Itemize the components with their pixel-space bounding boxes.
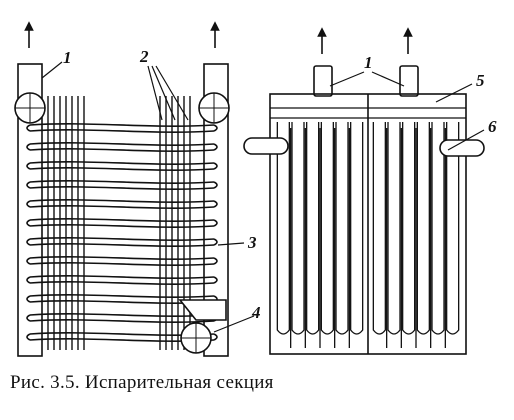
channel-plate bbox=[276, 122, 290, 335]
tube-bend bbox=[26, 219, 31, 227]
channel-plate bbox=[387, 122, 401, 335]
channel-plate bbox=[306, 122, 320, 335]
tube-bend bbox=[213, 257, 218, 265]
channel-plate bbox=[431, 122, 445, 335]
tube-bend bbox=[213, 162, 218, 170]
tube-line bbox=[29, 218, 215, 222]
tube-bend bbox=[26, 238, 31, 246]
tube-bend bbox=[213, 124, 218, 132]
side-pipe-right bbox=[439, 139, 485, 157]
callout-left-3: 3 bbox=[247, 233, 257, 252]
tube-line bbox=[29, 199, 215, 203]
tube-bend bbox=[213, 181, 218, 189]
outlet-pipe-1 bbox=[313, 65, 333, 97]
tube-line bbox=[29, 180, 215, 184]
tube-bend bbox=[26, 295, 31, 303]
channel-plate bbox=[320, 122, 334, 335]
tube-line bbox=[29, 129, 215, 133]
channel-plate bbox=[446, 122, 460, 335]
channel-plate bbox=[350, 122, 364, 335]
collector-right bbox=[203, 63, 229, 357]
tube-bend bbox=[213, 200, 218, 208]
collector-left bbox=[17, 63, 43, 357]
tube-bend bbox=[26, 181, 31, 189]
tube-line bbox=[29, 313, 215, 317]
tube-bend bbox=[26, 124, 31, 132]
tube-line bbox=[29, 123, 215, 127]
callout-left-4: 4 bbox=[251, 303, 261, 322]
tube-bend bbox=[26, 143, 31, 151]
tube-bend bbox=[26, 200, 31, 208]
tube-bend bbox=[26, 314, 31, 322]
callout-right-5: 5 bbox=[476, 71, 485, 90]
tube-bend bbox=[213, 219, 218, 227]
channel-plate bbox=[402, 122, 416, 335]
inlet-funnel bbox=[178, 299, 227, 321]
fin-bundles bbox=[47, 96, 191, 350]
tube-bend bbox=[213, 143, 218, 151]
tube-line bbox=[29, 142, 215, 146]
tube-line bbox=[29, 319, 215, 323]
tube-line bbox=[29, 186, 215, 190]
tube-bend bbox=[213, 238, 218, 246]
tube-line bbox=[29, 148, 215, 152]
callout-right-1: 1 bbox=[364, 53, 373, 72]
figure-caption: Рис. 3.5. Испарительная секция bbox=[10, 372, 274, 393]
tube-line bbox=[29, 243, 215, 247]
callout-left-2: 2 bbox=[139, 47, 149, 66]
front-view-drawing bbox=[243, 27, 485, 355]
tube-line bbox=[29, 294, 215, 298]
tube-bend bbox=[26, 333, 31, 341]
tube-line bbox=[29, 281, 215, 285]
tube-bend bbox=[213, 276, 218, 284]
evaporator-section-figure: 1 2 3 4 1 5 6 bbox=[14, 21, 497, 357]
tube-line bbox=[29, 256, 215, 260]
tube-bend bbox=[26, 257, 31, 265]
tube-line bbox=[29, 161, 215, 165]
tube-line bbox=[29, 275, 215, 279]
channel-plate bbox=[372, 122, 386, 335]
callout-right-6: 6 bbox=[488, 117, 497, 136]
channel-plate bbox=[335, 122, 349, 335]
tube-line bbox=[29, 167, 215, 171]
tube-bend bbox=[213, 333, 218, 341]
tube-line bbox=[29, 224, 215, 228]
tube-line bbox=[29, 262, 215, 266]
tube-line bbox=[29, 205, 215, 209]
callout-left-1: 1 bbox=[63, 48, 72, 67]
side-pipe-left bbox=[243, 137, 289, 155]
tube-bend bbox=[26, 162, 31, 170]
tube-line bbox=[29, 237, 215, 241]
outlet-pipe-2 bbox=[399, 65, 419, 97]
tube-bend bbox=[26, 276, 31, 284]
channel-plate bbox=[291, 122, 305, 335]
channel-plate bbox=[416, 122, 430, 335]
side-view-drawing bbox=[14, 21, 230, 357]
channel-plates bbox=[276, 122, 460, 348]
